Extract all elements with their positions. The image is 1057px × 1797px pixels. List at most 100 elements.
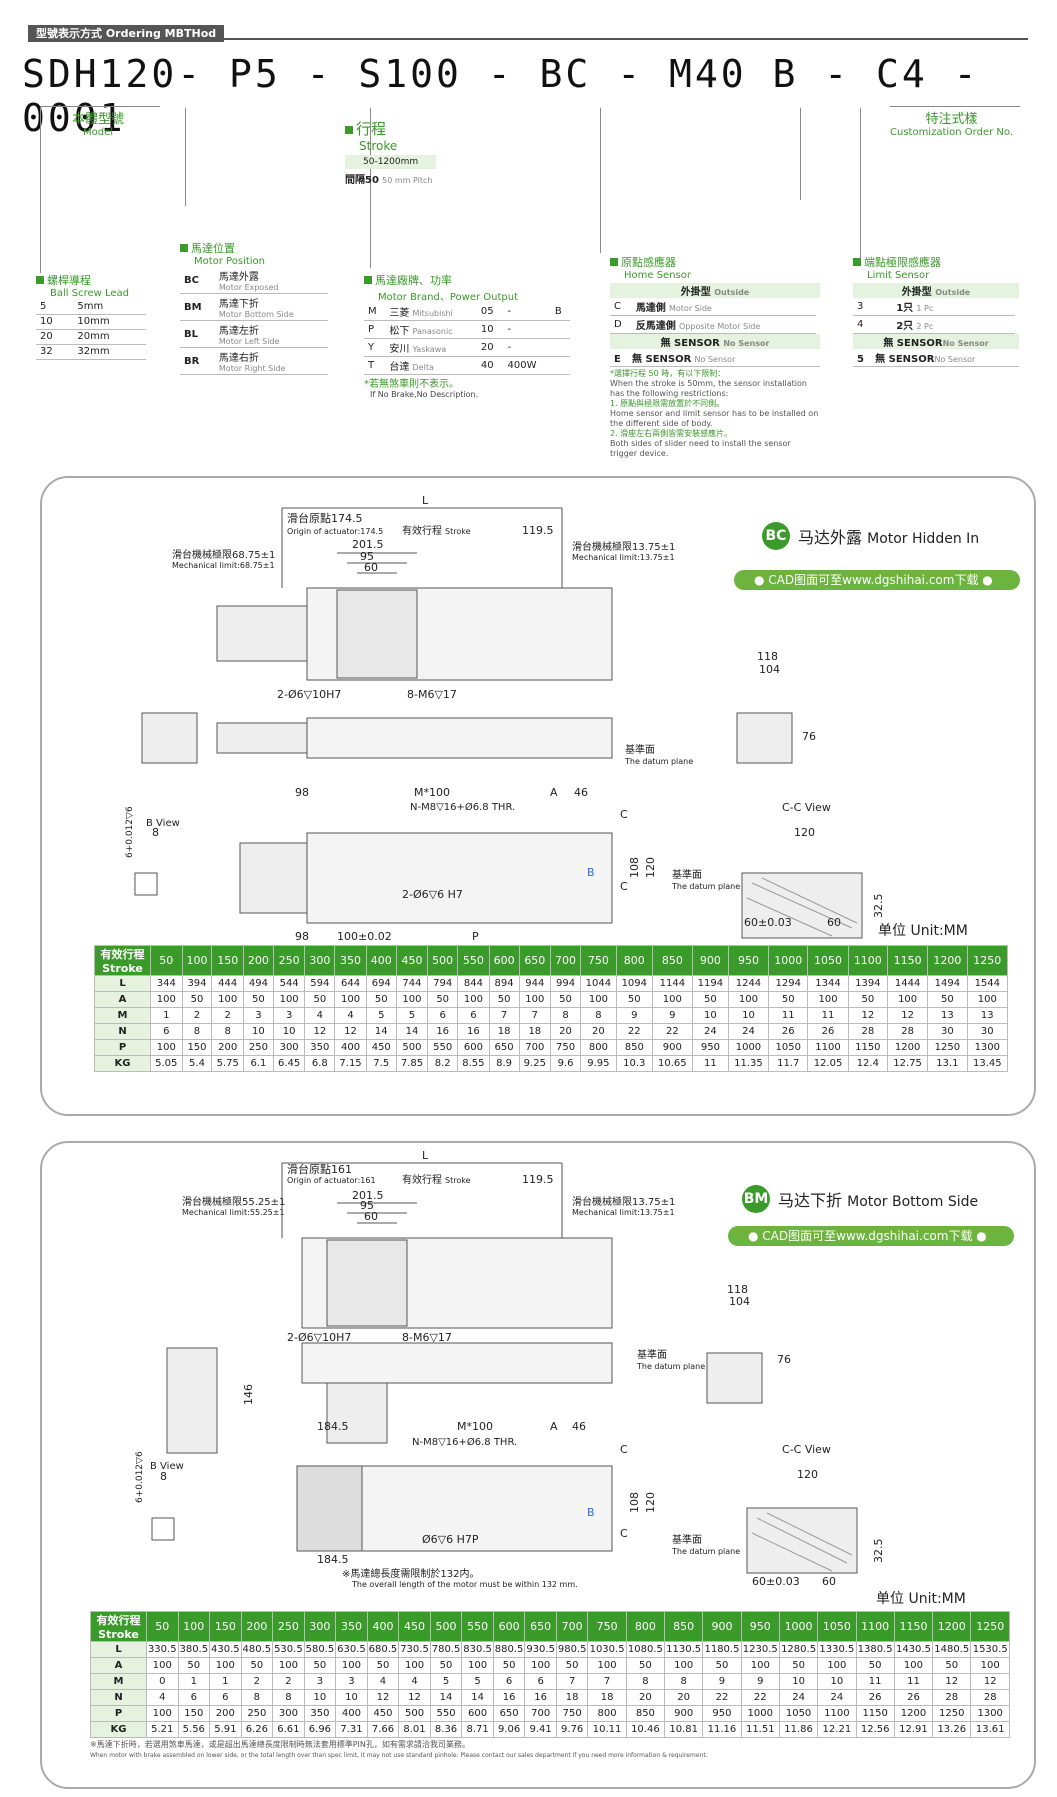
table-cell: 1: [150, 1007, 183, 1024]
thread-note: N-M8▽16+Ø6.8 THR.: [412, 1436, 517, 1448]
table-cell: 5.75: [211, 1055, 244, 1072]
stroke-col: 700: [555, 1611, 589, 1642]
mech-left-zh: 滑台機械極限68.75±1: [172, 548, 275, 561]
table-cell: 550: [427, 1039, 459, 1056]
table-cell: 50: [303, 1657, 337, 1674]
table-cell: 28: [970, 1689, 1010, 1706]
table-cell: 16: [524, 1689, 557, 1706]
cad-link[interactable]: CAD图面可至www.dgshihai.com下载: [768, 573, 979, 587]
stroke-col: 950: [740, 1611, 780, 1642]
stroke-col: 500: [427, 945, 459, 976]
stroke-col: 850: [651, 945, 693, 976]
b-marker: B: [587, 866, 595, 879]
table-cell: 1300: [970, 1705, 1010, 1722]
badge: BC: [762, 522, 790, 550]
stroke-col: 800: [615, 945, 653, 976]
table-cell: 100: [664, 1657, 704, 1674]
table-cell: 100: [398, 1657, 431, 1674]
table-cell: 100: [524, 1657, 557, 1674]
stroke-col: 750: [579, 945, 617, 976]
stroke-label: 有效行程: [402, 1173, 442, 1186]
table-cell: 750: [550, 1039, 581, 1056]
table-cell: 12.91: [893, 1721, 934, 1738]
table-cell: 1080.5: [625, 1641, 666, 1658]
table-cell: 100: [272, 1657, 305, 1674]
table-cell: 6: [492, 1673, 526, 1690]
table-cell: 9.06: [492, 1721, 526, 1738]
lead-value: 32mm: [73, 344, 146, 360]
table-cell: 780.5: [429, 1641, 463, 1658]
table-cell: 30: [966, 1023, 1009, 1040]
lead-zh: 螺桿導程: [47, 274, 91, 287]
brake-code: B: [550, 303, 570, 321]
table-cell: 1250: [927, 1039, 968, 1056]
stroke-col: 550: [461, 1611, 494, 1642]
table-cell: 13.61: [970, 1721, 1010, 1738]
b-view-shape: [151, 1517, 175, 1541]
connector-line: [800, 108, 801, 200]
dim-120-cc: 120: [794, 826, 815, 839]
dim-201-5: 201.5: [352, 538, 384, 551]
motor-pos-zh: 馬達位置: [191, 242, 235, 255]
table-cell: 10: [817, 1673, 857, 1690]
dim-60-tol: 60±0.03: [752, 1575, 800, 1588]
dim-104: 104: [759, 663, 780, 676]
stroke-col: 450: [398, 1611, 431, 1642]
datum-en: The datum plane: [624, 757, 693, 766]
table-cell: 50: [615, 991, 653, 1008]
mech-right-en: Mechanical limit:13.75±1: [572, 1208, 675, 1217]
home-en: Opposite Motor Side: [679, 322, 761, 331]
table-cell: 12: [334, 1023, 367, 1040]
table-cell: 100: [335, 1657, 368, 1674]
stroke-col: 600: [488, 945, 520, 976]
lead-value: 20mm: [73, 329, 146, 345]
table-cell: 1200: [886, 1039, 929, 1056]
stroke-col: 1050: [807, 945, 849, 976]
row-label: N: [94, 1023, 151, 1040]
home-en: Home Sensor: [624, 270, 691, 281]
lead-value: 10mm: [73, 314, 146, 330]
stroke-en: Stroke: [359, 139, 398, 153]
table-cell: 8.2: [427, 1055, 459, 1072]
brand-code: P: [364, 320, 386, 339]
table-cell: 28: [847, 1023, 889, 1040]
dim-32-5: 32.5: [872, 1539, 885, 1564]
stroke-col: 1100: [855, 1611, 895, 1642]
table-cell: 50: [927, 991, 968, 1008]
row-label: KG: [90, 1721, 147, 1738]
custom-en: Customization Order No.: [890, 127, 1013, 138]
motor-pos-en: Motor Left Side: [218, 337, 280, 346]
stroke-col: 100: [177, 1611, 211, 1642]
table-cell: 1294: [768, 975, 809, 992]
table-cell: 494: [242, 975, 274, 992]
cad-link[interactable]: CAD图面可至www.dgshihai.com下载: [762, 1229, 973, 1243]
cad-link-bar[interactable]: ● CAD图面可至www.dgshihai.com下载 ●: [728, 1226, 1014, 1246]
stroke-col: 250: [272, 945, 306, 976]
motor-pos-en: Motor Position: [194, 256, 266, 267]
lead-code: 20: [36, 329, 74, 345]
motor-pos-zh: 馬達左折: [218, 326, 259, 337]
table-cell: 5: [461, 1673, 494, 1690]
table-cell: 400: [334, 1039, 367, 1056]
stroke-col: 350: [334, 945, 367, 976]
table-cell: 1000: [727, 1039, 770, 1056]
cad-link-bar[interactable]: ● CAD图面可至www.dgshihai.com下载 ●: [734, 570, 1020, 590]
stroke-col: 400: [365, 945, 397, 976]
motor-front: [216, 722, 308, 754]
table-cell: 650: [488, 1039, 520, 1056]
origin-zh: 滑台原點174.5: [287, 511, 363, 525]
table-cell: 1244: [727, 975, 770, 992]
stroke-zh: 行程: [356, 120, 387, 138]
dim-8: 8: [160, 1470, 167, 1483]
table-cell: 50: [855, 1657, 895, 1674]
table-cell: 100: [146, 1657, 179, 1674]
table-cell: 530.5: [272, 1641, 305, 1658]
table-cell: 1544: [966, 975, 1009, 992]
table-cell: 450: [366, 1705, 400, 1722]
